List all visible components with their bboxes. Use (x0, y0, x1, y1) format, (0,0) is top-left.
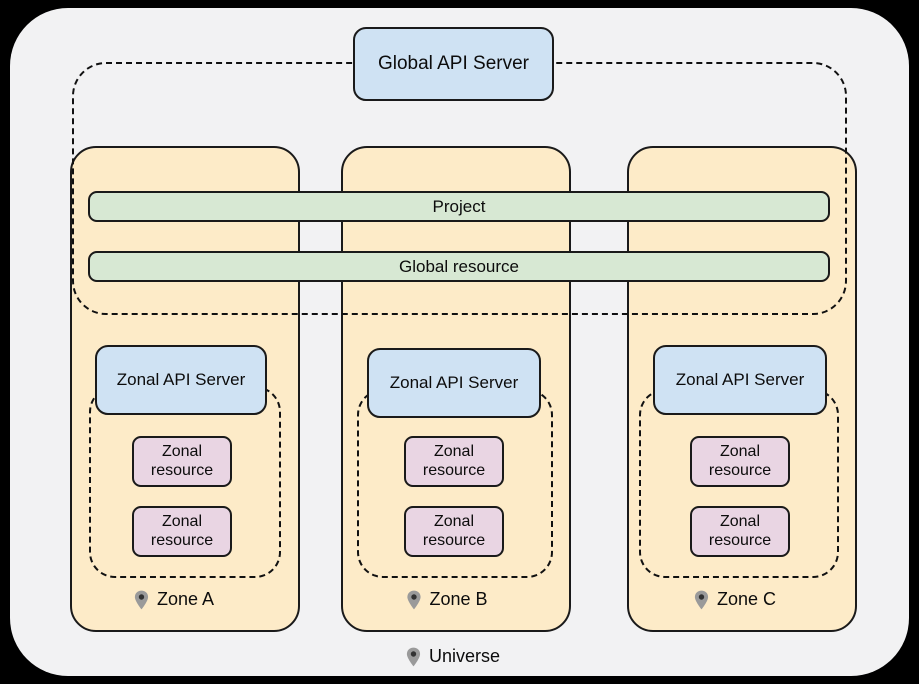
zonal-resource-zone-c-2-line2: resource (708, 531, 772, 549)
global-bar-global-resource[interactable]: Global resource (88, 251, 830, 282)
zonal-resource-zone-a-1-line2: resource (150, 461, 214, 479)
zonal-resource-zone-c-2-line1: Zonal (719, 512, 761, 530)
location-pin-icon (694, 590, 709, 609)
zonal-resource-zone-a-2[interactable]: Zonal resource (132, 506, 232, 557)
universe-label-text: Universe (428, 646, 501, 666)
zonal-resource-zone-c-2[interactable]: Zonal resource (690, 506, 790, 557)
global-bar-global-resource-label: Global resource (398, 256, 519, 276)
zonal-api-server-zone-b[interactable]: Zonal API Server (367, 348, 541, 418)
location-pin-icon (407, 590, 421, 609)
zonal-resource-zone-b-2-line2: resource (422, 531, 486, 549)
zonal-api-server-zone-c[interactable]: Zonal API Server (653, 345, 827, 415)
zonal-resource-zone-b-1[interactable]: Zonal resource (404, 436, 504, 487)
zone-label-zone-b: Zone B (406, 589, 488, 610)
global-bar-project-label: Project (432, 196, 486, 216)
global-api-server-label: Global API Server (377, 52, 530, 74)
zonal-resource-zone-b-1-line2: resource (422, 461, 486, 479)
zonal-resource-zone-b-2-line1: Zonal (433, 512, 475, 530)
zonal-resource-zone-a-1[interactable]: Zonal resource (132, 436, 232, 487)
zonal-api-server-zone-b-label: Zonal API Server (389, 373, 519, 393)
zonal-resource-zone-a-1-line1: Zonal (161, 442, 203, 460)
zonal-api-server-zone-c-label: Zonal API Server (675, 370, 805, 390)
zone-label-zone-c: Zone C (694, 589, 776, 610)
global-bar-project[interactable]: Project (88, 191, 830, 222)
zonal-resource-zone-c-1-line2: resource (708, 461, 772, 479)
zonal-resource-zone-b-2[interactable]: Zonal resource (404, 506, 504, 557)
location-pin-icon (406, 647, 421, 666)
zonal-resource-zone-b-1-line1: Zonal (433, 442, 475, 460)
zonal-resource-zone-c-1[interactable]: Zonal resource (690, 436, 790, 487)
zonal-resource-zone-a-2-line1: Zonal (161, 512, 203, 530)
location-pin-icon (134, 590, 149, 609)
global-api-server-node[interactable]: Global API Server (353, 27, 554, 101)
zonal-resource-zone-a-2-line2: resource (150, 531, 214, 549)
zone-a-label-text: Zone A (156, 589, 215, 609)
zonal-api-server-zone-a[interactable]: Zonal API Server (95, 345, 267, 415)
zonal-resource-zone-c-1-line1: Zonal (719, 442, 761, 460)
universe-label: Universe (406, 646, 500, 667)
zone-label-zone-a: Zone A (134, 589, 214, 610)
zonal-api-server-zone-a-label: Zonal API Server (116, 370, 246, 390)
zone-b-label-text: Zone B (429, 589, 488, 609)
zone-c-label-text: Zone C (716, 589, 777, 609)
